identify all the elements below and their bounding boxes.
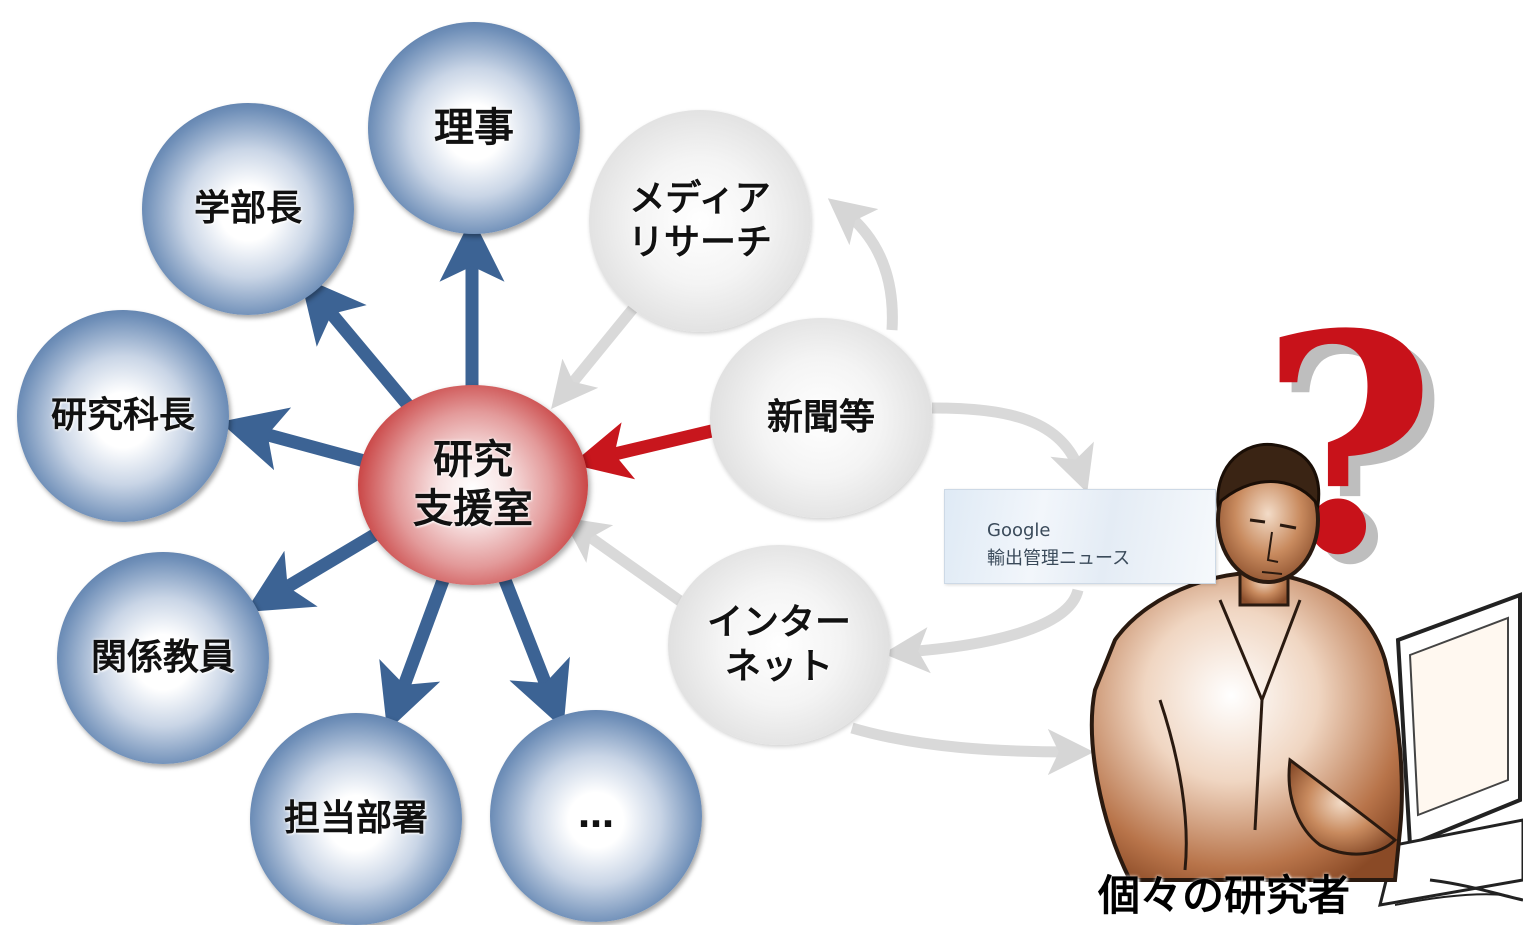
- arrow-to-ellipsis: [496, 572, 570, 730]
- node-riji: 理事: [368, 22, 580, 234]
- node-kankeikyoin: 関係教員: [57, 552, 269, 764]
- node-media-line1: メディア: [629, 178, 771, 220]
- news-card-title: Google: [987, 520, 1051, 541]
- node-internet-line1: インター: [706, 602, 851, 644]
- node-research-support-office: 研究 支援室: [358, 385, 588, 585]
- center-line2: 支援室: [413, 486, 533, 532]
- arrow-news-to-internet: [883, 588, 1084, 674]
- node-riji-label: 理事: [434, 104, 514, 151]
- node-internet: インター ネット: [668, 545, 890, 745]
- google-news-card: Google 輸出管理ニュース: [944, 489, 1216, 584]
- node-media-research: メディア リサーチ: [589, 110, 811, 332]
- node-gakubucho-label: 学部長: [193, 188, 302, 230]
- arrow-newspaper-to-center: [571, 422, 718, 480]
- node-ellipsis: …: [490, 710, 702, 922]
- node-newspaper-label: 新聞等: [766, 397, 875, 439]
- arrow-to-kenkyukacho: [219, 407, 370, 471]
- arrow-to-gakubucho: [299, 276, 417, 415]
- node-gakubucho: 学部長: [142, 103, 354, 315]
- node-newspaper: 新聞等: [710, 318, 932, 518]
- arrow-to-kankeikyoin: [245, 522, 390, 612]
- arrow-to-tantobusho: [379, 572, 452, 732]
- node-internet-line2: ネット: [724, 646, 833, 687]
- researcher-figure: [1089, 442, 1523, 907]
- center-line1: 研究: [433, 437, 513, 484]
- node-kenkyukacho-label: 研究科長: [50, 395, 195, 437]
- node-tantobusho: 担当部署: [250, 713, 462, 925]
- node-tantobusho-label: 担当部署: [283, 798, 428, 840]
- arrow-newspaper-to-media: [827, 198, 898, 331]
- node-kankeikyoin-label: 関係教員: [90, 637, 235, 679]
- arrow-internet-to-researcher: [850, 722, 1094, 776]
- researcher-label: 個々の研究者: [1098, 871, 1351, 920]
- arrow-media-to-center: [551, 296, 645, 410]
- news-card-subtitle: 輸出管理ニュース: [987, 548, 1131, 569]
- arrow-internet-to-center: [562, 517, 694, 613]
- arrow-newspaper-to-news: [931, 402, 1094, 493]
- node-ellipsis-label: …: [578, 795, 614, 837]
- node-media-line2: リサーチ: [627, 222, 772, 263]
- node-kenkyukacho: 研究科長: [17, 310, 229, 522]
